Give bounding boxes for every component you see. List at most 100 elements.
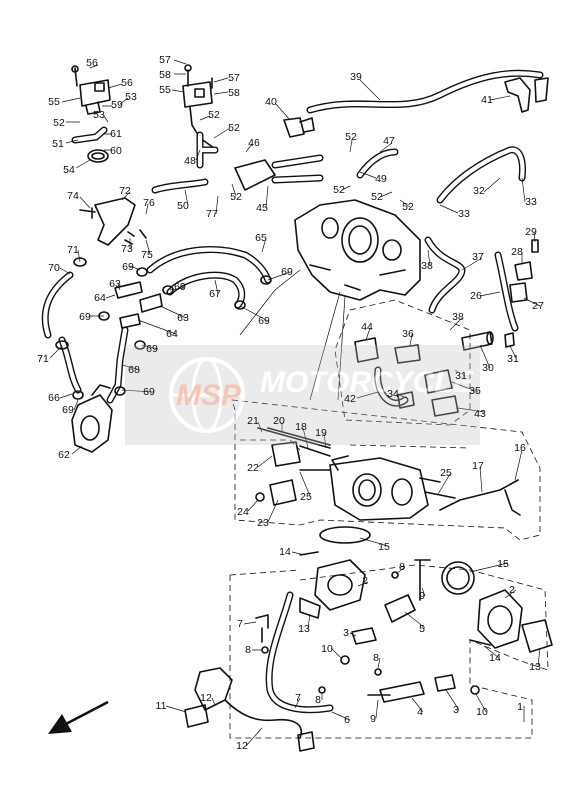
joint-34 xyxy=(397,391,415,409)
washer-10b xyxy=(470,685,480,695)
watermark-text: MOTORCYCLE xyxy=(260,366,474,399)
callout-45: 45 xyxy=(256,202,268,214)
watermark: MSP MOTORCYCLE xyxy=(125,345,480,445)
callout-70: 70 xyxy=(48,262,60,274)
callout-66: 66 xyxy=(48,392,60,404)
callout-29: 29 xyxy=(525,226,537,238)
callout-14: 14 xyxy=(279,546,291,558)
callout-2: 2 xyxy=(509,584,515,596)
callout-8: 8 xyxy=(245,644,251,656)
callout-55: 55 xyxy=(159,84,171,96)
callout-20: 20 xyxy=(273,415,285,427)
intake-manifold-2 xyxy=(314,559,523,649)
pointer-to-throttle-group xyxy=(337,295,346,401)
hose-48 xyxy=(196,131,219,169)
pointer-to-left-bundle xyxy=(239,269,301,336)
callout-52: 52 xyxy=(53,117,65,129)
clip-27 xyxy=(509,282,528,303)
clamps-71 xyxy=(55,257,87,350)
callout-48: 48 xyxy=(184,155,196,167)
front-direction-arrow xyxy=(48,700,109,734)
callout-77: 77 xyxy=(206,208,218,220)
callout-69: 69 xyxy=(143,386,155,398)
callout-43: 43 xyxy=(474,408,486,420)
callout-21: 21 xyxy=(247,415,259,427)
callout-35: 35 xyxy=(469,385,481,397)
callout-52: 52 xyxy=(228,122,240,134)
callout-42: 42 xyxy=(344,393,356,405)
callout-12: 12 xyxy=(236,740,248,752)
callout-27: 27 xyxy=(532,300,544,312)
callout-14: 14 xyxy=(489,652,501,664)
callout-74: 74 xyxy=(67,190,79,202)
callout-10: 10 xyxy=(476,706,488,718)
callout-65: 65 xyxy=(255,232,267,244)
callout-69: 69 xyxy=(174,281,186,293)
callout-7: 7 xyxy=(237,618,243,630)
callout-64: 64 xyxy=(166,328,178,340)
hose-47 xyxy=(356,148,399,179)
callout-9: 9 xyxy=(370,713,376,725)
vent-hose-39 xyxy=(306,69,544,114)
callout-34: 34 xyxy=(387,388,399,400)
hose-pipe-group-outline xyxy=(334,299,471,426)
callout-57: 57 xyxy=(228,72,240,84)
callout-2: 2 xyxy=(362,575,368,587)
callout-5: 5 xyxy=(419,623,425,635)
callout-40: 40 xyxy=(265,96,277,108)
callout-25: 25 xyxy=(440,467,452,479)
callout-69: 69 xyxy=(79,311,91,323)
callout-10: 10 xyxy=(321,643,333,655)
valve-62 xyxy=(71,384,113,453)
callout-51: 51 xyxy=(52,138,64,150)
callout-4: 4 xyxy=(417,706,423,718)
bolt-9 xyxy=(367,559,431,696)
callout-28: 28 xyxy=(511,246,523,258)
callout-60: 60 xyxy=(110,145,122,157)
callout-58: 58 xyxy=(228,87,240,99)
callout-16: 16 xyxy=(514,442,526,454)
callout-19: 19 xyxy=(315,427,327,439)
injector-3 xyxy=(351,627,456,692)
throttle-assembly-body xyxy=(294,199,421,301)
callout-31: 31 xyxy=(507,353,519,365)
callout-39: 39 xyxy=(350,71,362,83)
callout-52: 52 xyxy=(402,201,414,213)
callout-52: 52 xyxy=(345,131,357,143)
hose-66 xyxy=(58,336,82,394)
callout-8: 8 xyxy=(315,694,321,706)
pointer-to-hose-group xyxy=(309,291,341,401)
callout-58: 58 xyxy=(159,69,171,81)
throttle-body-group-outline xyxy=(231,399,541,541)
callout-72: 72 xyxy=(119,185,131,197)
hose-50 xyxy=(151,178,209,194)
fuel-rail-5 xyxy=(384,594,416,623)
clamps-69 xyxy=(72,267,272,400)
callout-26: 26 xyxy=(470,290,482,302)
clamp-15 xyxy=(319,526,475,595)
callout-22: 22 xyxy=(247,462,259,474)
bracket-parts-73-75 xyxy=(124,229,147,245)
callout-49: 49 xyxy=(375,173,387,185)
callout-3: 3 xyxy=(343,627,349,639)
callout-53: 53 xyxy=(93,109,105,121)
callout-69: 69 xyxy=(258,315,270,327)
hose-67 xyxy=(166,271,246,309)
joint-45 xyxy=(234,154,324,191)
washer-10 xyxy=(340,655,350,665)
callout-46: 46 xyxy=(248,137,260,149)
callout-15: 15 xyxy=(378,541,390,553)
callout-53: 53 xyxy=(125,91,137,103)
hose-68 xyxy=(106,326,129,404)
bracket-22 xyxy=(271,441,301,467)
callout-17: 17 xyxy=(472,460,484,472)
callout-52: 52 xyxy=(230,191,242,203)
callout-69: 69 xyxy=(122,261,134,273)
callout-38: 38 xyxy=(452,311,464,323)
joint-44 xyxy=(354,337,379,363)
ring-8 xyxy=(391,571,399,579)
callout-44: 44 xyxy=(361,321,373,333)
hose-37 xyxy=(424,236,466,314)
